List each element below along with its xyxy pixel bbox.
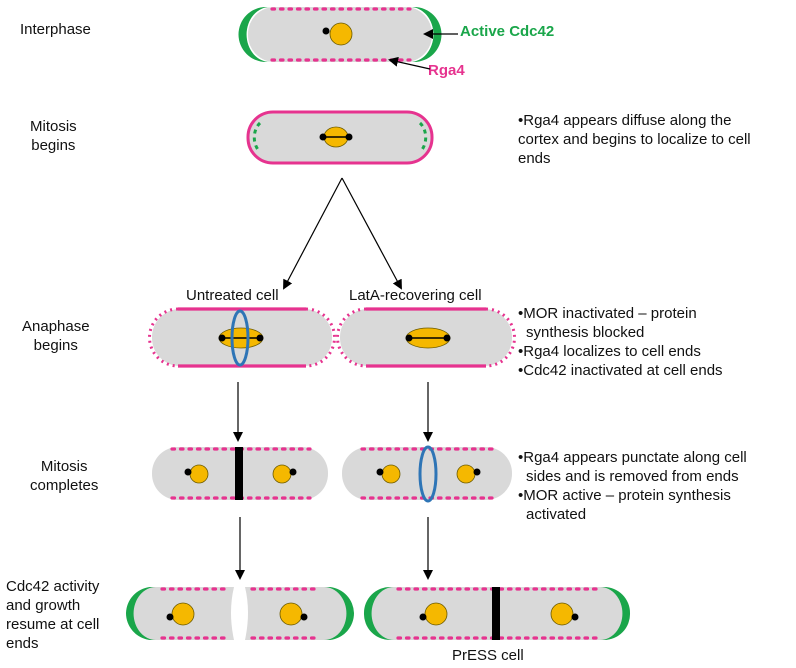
anaphase-latA-cell <box>336 307 516 368</box>
actomyosin-ring <box>230 309 250 367</box>
stage-text-line: and growth <box>6 597 81 614</box>
stage-text-line: Cdc42 activity <box>6 578 100 595</box>
cdc42-faint-right <box>418 121 428 154</box>
anaphase-untreated-cell <box>148 307 336 368</box>
spb-dot <box>184 468 192 476</box>
stage-text-line: completes <box>30 477 99 494</box>
active-cdc42-label: Active Cdc42 <box>460 23 555 40</box>
nucleus <box>329 22 353 46</box>
note-line: synthesis blocked <box>526 324 645 341</box>
stage-label-interphase: Interphase <box>20 20 91 39</box>
nucleus <box>171 602 195 626</box>
note-anaphase: •MOR inactivated – protein synthesis blo… <box>518 304 723 380</box>
stage-text-line: resume at cell <box>6 616 100 633</box>
nucleus <box>279 602 303 626</box>
cdc42-right-cap <box>324 587 355 640</box>
nucleus <box>381 464 401 484</box>
spb-dot <box>289 468 297 476</box>
interphase-cell <box>238 7 458 70</box>
stage-label-mitosis-begins: Mitosis begins <box>30 117 77 155</box>
note-line: cortex and begins to localize to cell <box>518 131 751 148</box>
rga4-right-dots <box>305 307 336 368</box>
note-line: •Rga4 appears diffuse along the <box>518 112 732 129</box>
note-line: •Rga4 appears punctate along cell <box>518 449 747 466</box>
spb-dot <box>473 468 481 476</box>
nucleus <box>456 464 476 484</box>
cdc42-right-cap <box>410 7 442 62</box>
spb-dot <box>345 133 353 141</box>
septum <box>235 447 243 500</box>
note-mitosis-completes: •Rga4 appears punctate along cell sides … <box>518 448 747 524</box>
spb-dot <box>571 613 579 621</box>
untreated-cell-title: Untreated cell <box>186 287 279 304</box>
stage-text-line: ends <box>6 635 39 652</box>
press-cell <box>363 587 631 640</box>
spb-dot <box>300 613 308 621</box>
spb-dot <box>443 334 451 342</box>
rga4-label: Rga4 <box>428 62 465 79</box>
spb-dot <box>166 613 174 621</box>
rga4-left-dots <box>336 307 367 368</box>
latA-recovering-cell-title: LatA-recovering cell <box>349 287 482 304</box>
septum <box>492 587 500 640</box>
nucleus <box>272 464 292 484</box>
note-line: •MOR inactivated – protein <box>518 305 697 322</box>
note-line: •Rga4 localizes to cell ends <box>518 343 701 360</box>
note-line: •MOR active – protein synthesis <box>518 487 731 504</box>
mitosis-completes-untreated-cell <box>152 447 328 500</box>
nucleus <box>189 464 209 484</box>
stage-interphase-text: Interphase <box>20 21 91 38</box>
nucleus <box>424 602 448 626</box>
stage-text-line: Mitosis <box>30 118 77 135</box>
rga4-left-dots <box>148 307 179 368</box>
note-line: sides and is removed from ends <box>526 468 739 485</box>
cell-body <box>342 447 512 500</box>
stage-label-mitosis-completes: Mitosis completes <box>30 457 98 495</box>
stage-label-anaphase-begins: Anaphase begins <box>22 317 90 355</box>
stage-text-line: begins <box>31 137 76 154</box>
mitosis-begins-cell <box>246 110 434 165</box>
note-line: •Cdc42 inactivated at cell ends <box>518 362 723 379</box>
stage-text-line: Mitosis <box>40 458 88 475</box>
note-line: ends <box>518 150 551 167</box>
cdc42-left-cap-fill <box>125 587 156 640</box>
stage-text-line: Anaphase <box>22 318 90 335</box>
spb-dot <box>405 334 413 342</box>
note-line: activated <box>526 506 587 523</box>
spb-dot <box>419 613 427 621</box>
stage-label-growth-resume: Cdc42 activity and growth resume at cell… <box>6 577 99 653</box>
cdc42-left-cap <box>363 587 394 640</box>
cdc42-right-cap <box>600 587 631 640</box>
arrow-to-untreated <box>283 177 343 290</box>
spb-dot <box>376 468 384 476</box>
cdc42-faint-left <box>252 121 262 154</box>
actomyosin-ring <box>418 445 438 503</box>
spb-dot <box>319 133 327 141</box>
spb-dot <box>256 334 264 342</box>
mitosis-completes-latA-cell <box>342 445 512 503</box>
arrow-to-latA <box>341 177 402 290</box>
rga4-right-dots <box>485 307 516 368</box>
daughter-cells-untreated <box>125 587 355 640</box>
nucleus <box>550 602 574 626</box>
note-mitosis-begins: •Rga4 appears diffuse along the cortex a… <box>518 111 751 168</box>
spb-dot <box>322 27 330 35</box>
stage-text-line: begins <box>33 337 78 354</box>
cdc42-left-cap <box>238 7 270 62</box>
press-cell-label: PrESS cell <box>452 647 524 664</box>
spb-dot <box>218 334 226 342</box>
rga4-pointer-arrow <box>388 56 431 70</box>
